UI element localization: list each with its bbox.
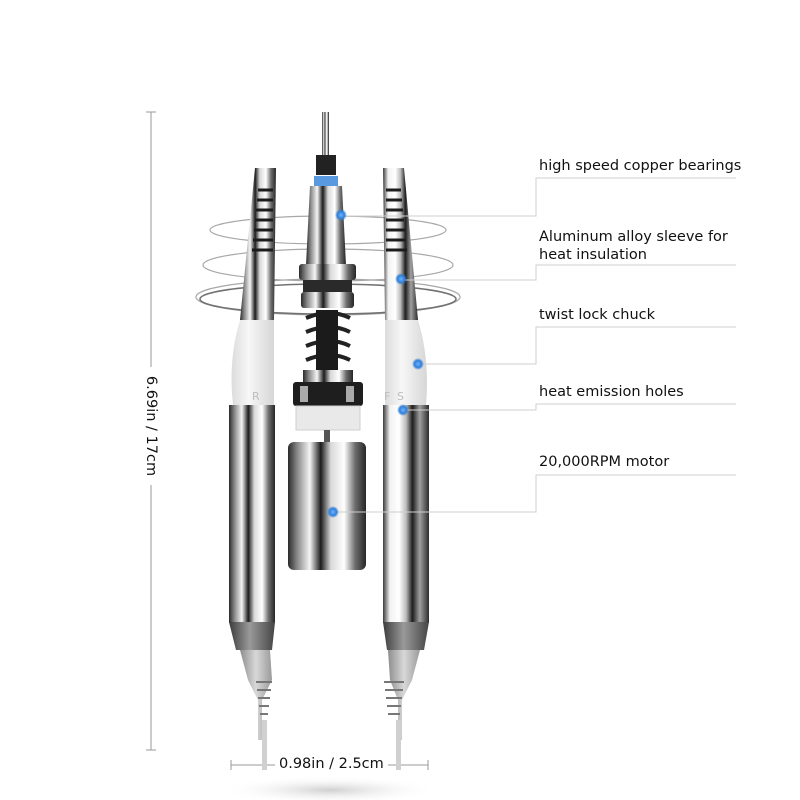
exploded-core xyxy=(288,112,366,570)
sleeve-dot xyxy=(395,273,407,285)
callout-sleeve-line1: Aluminum alloy sleeve for xyxy=(539,229,728,245)
sleeve-mark-f: F xyxy=(384,390,390,403)
width-dimension-label: 0.98in / 2.5cm xyxy=(275,756,388,772)
callout-holes: heat emission holes xyxy=(539,384,684,400)
callout-chuck: twist lock chuck xyxy=(539,307,656,323)
left-handpiece xyxy=(229,168,276,770)
callout-bearings: high speed copper bearings xyxy=(539,158,742,174)
callout-motor: 20,000RPM motor xyxy=(539,454,670,470)
callout-sleeve-line2: heat insulation xyxy=(539,247,647,263)
holes-dot xyxy=(397,404,409,416)
sleeve-mark-s: S xyxy=(397,390,404,403)
right-handpiece xyxy=(383,168,429,770)
motor-dot xyxy=(327,506,339,518)
floor-shadow xyxy=(220,776,440,800)
leader-lines xyxy=(333,177,736,513)
bearings-dot xyxy=(335,209,347,221)
height-dimension-label: 6.69in / 17cm xyxy=(143,367,159,485)
chuck-dot xyxy=(412,358,424,370)
sleeve-mark-r: R xyxy=(252,390,260,403)
